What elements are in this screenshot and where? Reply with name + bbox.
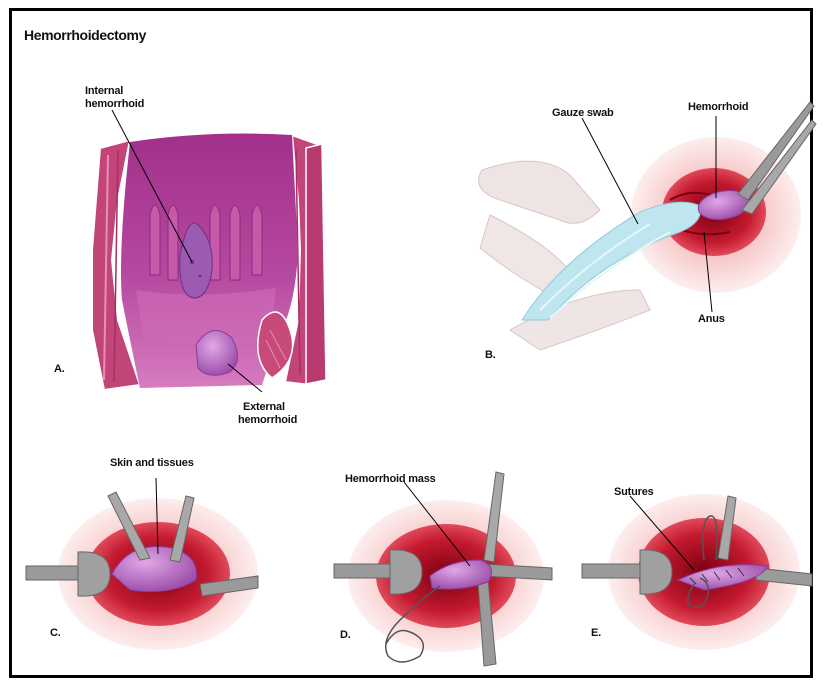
label-hemorrhoid-mass: Hemorrhoid mass bbox=[345, 472, 436, 486]
panel-c-excision-diagram bbox=[26, 478, 258, 650]
label-sutures: Sutures bbox=[614, 485, 654, 499]
panel-d-mass-diagram bbox=[334, 472, 552, 666]
figure-title: Hemorrhoidectomy bbox=[24, 28, 146, 42]
panel-a-letter: A. bbox=[54, 362, 65, 376]
label-anus: Anus bbox=[698, 312, 725, 326]
label-external-hemorrhoid-line2: hemorrhoid bbox=[238, 413, 297, 427]
panel-c-letter: C. bbox=[50, 626, 61, 640]
label-skin-and-tissues: Skin and tissues bbox=[110, 456, 194, 470]
panel-e-suture-diagram bbox=[582, 494, 812, 650]
panel-b-letter: B. bbox=[485, 348, 496, 362]
label-internal-hemorrhoid-line2: hemorrhoid bbox=[85, 97, 144, 111]
label-internal-hemorrhoid-line1: Internal bbox=[85, 84, 123, 98]
label-gauze-swab: Gauze swab bbox=[552, 106, 614, 120]
label-hemorrhoid: Hemorrhoid bbox=[688, 100, 748, 114]
panel-a-rectum-diagram bbox=[92, 110, 326, 392]
panel-d-letter: D. bbox=[340, 628, 351, 642]
panel-e-letter: E. bbox=[591, 626, 601, 640]
panel-b-gauze-diagram bbox=[479, 102, 816, 350]
label-external-hemorrhoid-line1: External bbox=[243, 400, 285, 414]
